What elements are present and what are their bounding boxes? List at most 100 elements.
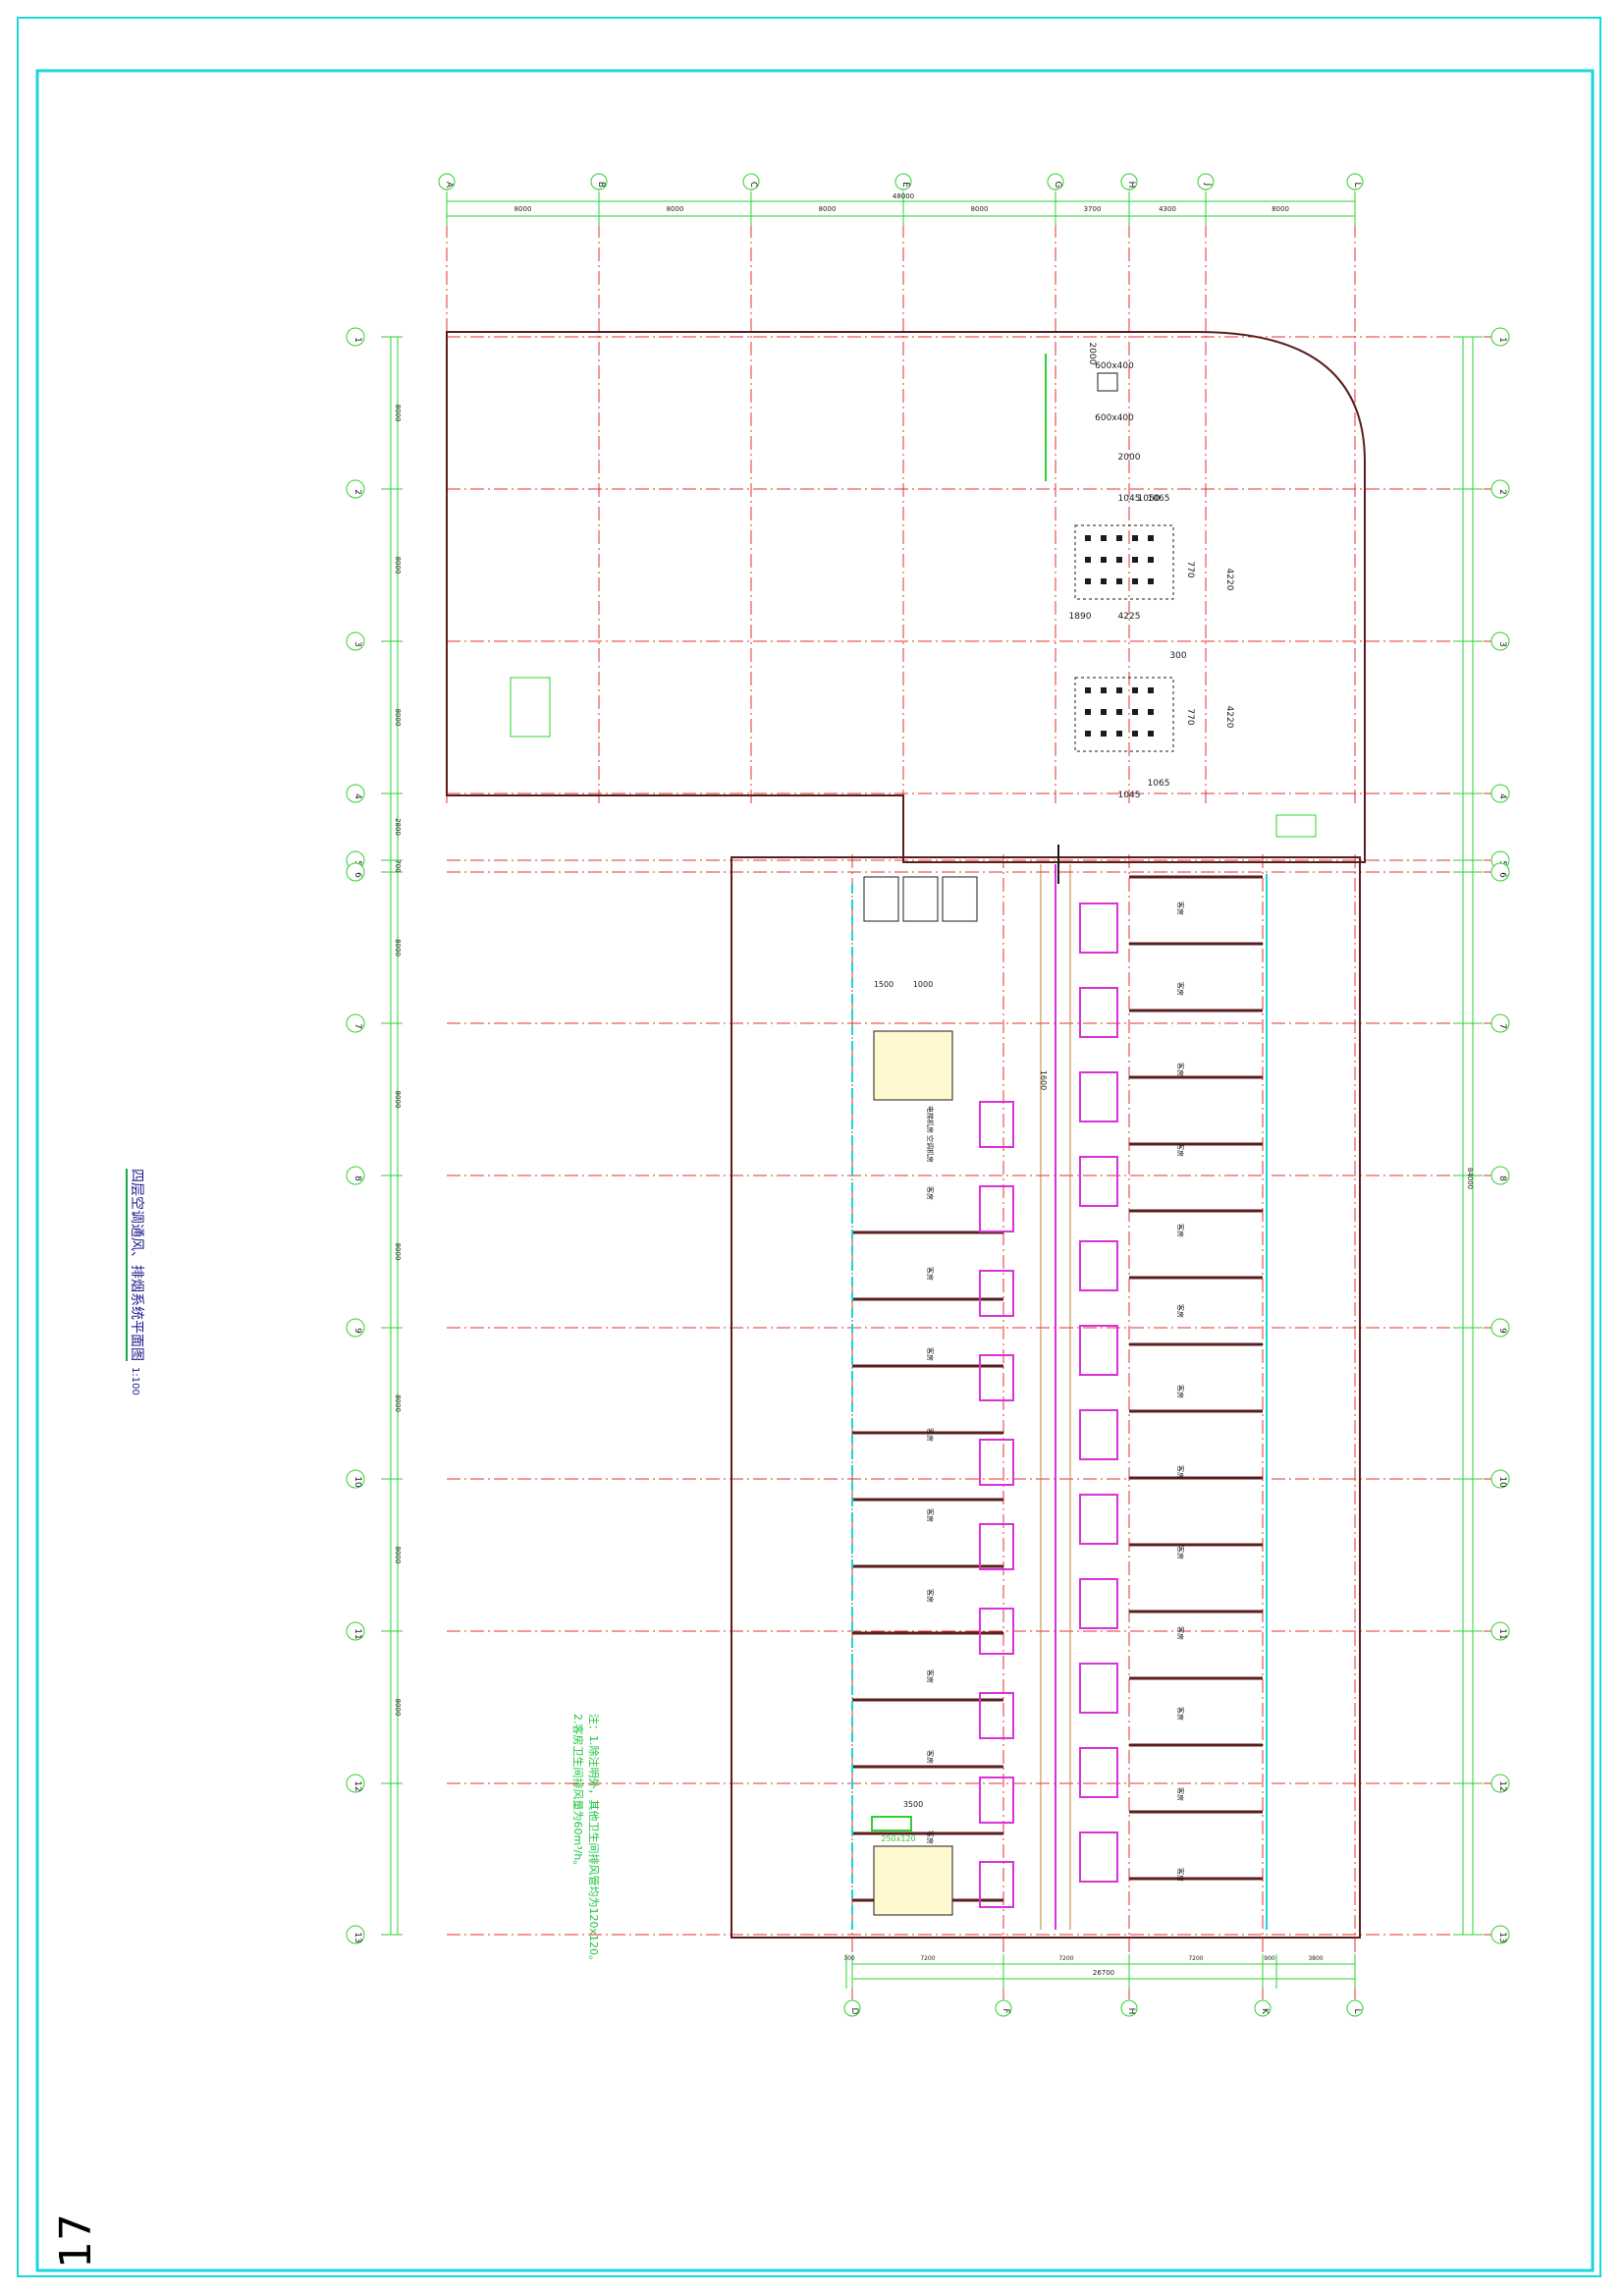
axis-label-left: 13 [352, 1932, 362, 1942]
diffuser-b [1132, 731, 1138, 737]
axis-bubble-right-3 [1490, 631, 1510, 651]
bathroom-pod-east [1079, 902, 1118, 954]
dim-diffuser: 1045 [1118, 494, 1141, 504]
left-dim-text: 8000 [394, 1243, 402, 1261]
bottom-dim-text: 900 [1264, 1955, 1275, 1962]
bathroom-pod-east [1079, 1831, 1118, 1883]
bathroom-pod-west [979, 1439, 1014, 1486]
drawing-title-text: 四层空调通风、排烟系统平面图 [126, 1169, 144, 1361]
axis-bubble-top-B [590, 173, 608, 191]
diffuser-b [1101, 731, 1107, 737]
top-dim-text: 8000 [819, 205, 837, 213]
drawing-scale: 1:100 [130, 1367, 140, 1395]
axis-label-left: 12 [352, 1780, 362, 1791]
diffuser-a [1132, 535, 1138, 541]
axis-bubble-right-11 [1490, 1621, 1510, 1641]
axis-bubble-left-12 [346, 1774, 365, 1793]
diffuser-b [1101, 709, 1107, 715]
room-label-guest: 客房 [926, 1428, 935, 1442]
axis-bubble-left-7 [346, 1013, 365, 1033]
room-label-guest: 客房 [1176, 1868, 1185, 1882]
axis-label-top: H [1126, 182, 1136, 189]
note-line-2: 2.客房卫生间排风量为60m³/h。 [571, 1714, 584, 1872]
axis-label-right: 9 [1497, 1328, 1507, 1334]
axis-bubble-top-L [1346, 173, 1364, 191]
page-number: 17 [51, 2214, 101, 2269]
exhaust-fan [871, 1816, 912, 1831]
dim-diffuser: 1890 [1069, 612, 1092, 622]
dim-diffuser: 4220 [1224, 706, 1234, 729]
diffuser-b [1101, 687, 1107, 693]
axis-bubble-right-8 [1490, 1166, 1510, 1185]
bottom-dim-total: 26700 [1093, 1969, 1114, 1977]
duct-size-2000: 2000 [1118, 453, 1141, 463]
fan-box [1097, 372, 1118, 392]
elevator-shaft [863, 876, 899, 922]
diffuser-a [1101, 557, 1107, 563]
axis-label-right: 12 [1497, 1780, 1507, 1791]
bathroom-pod-east [1079, 1240, 1118, 1291]
axis-label-right: 11 [1497, 1628, 1507, 1639]
axis-label-top: C [748, 182, 758, 188]
room-label-guest: 客房 [1176, 902, 1185, 915]
axis-bubble-bottom-H [1120, 1999, 1138, 2017]
duct-size-600: 600x400 [1095, 361, 1134, 371]
diffuser-b [1116, 731, 1122, 737]
diffuser-a [1085, 557, 1091, 563]
note-line-1: 注：1.除注明外，其他卫生间排风管均为120x120。 [587, 1714, 600, 1966]
inner-frame [35, 69, 1595, 2272]
room-label-guest: 客房 [926, 1589, 935, 1603]
building-outline-upper [446, 331, 1366, 863]
axis-label-left: 11 [352, 1628, 362, 1639]
diffuser-a [1148, 557, 1154, 563]
dim-diffuser: 1045 [1118, 791, 1141, 800]
axis-label-left: 3 [352, 641, 362, 647]
diffuser-b [1148, 709, 1154, 715]
axis-bubble-right-13 [1490, 1925, 1510, 1944]
axis-label-left: 6 [352, 872, 362, 878]
bottom-dim-text: 7200 [920, 1955, 935, 1962]
room-label-guest: 客房 [1176, 1385, 1185, 1398]
room-label-guest: 客房 [926, 1669, 935, 1683]
axis-label-bottom: L [1352, 2008, 1362, 2013]
axis-label-bottom: K [1260, 2008, 1270, 2015]
axis-bubble-right-10 [1490, 1469, 1510, 1489]
axis-bubble-right-6 [1490, 862, 1510, 882]
axis-bubble-left-13 [346, 1925, 365, 1944]
left-dim-text: 8000 [394, 709, 402, 727]
room-label-guest: 客房 [1176, 1626, 1185, 1640]
dim-1500: 1500 [874, 980, 893, 989]
axis-bubble-left-2 [346, 479, 365, 499]
design-notes: 注：1.除注明外，其他卫生间排风管均为120x120。 2.客房卫生间排风量为6… [569, 1714, 601, 1966]
bathroom-pod-west [979, 1270, 1014, 1317]
axis-bubble-right-4 [1490, 784, 1510, 803]
left-dim-text: 8000 [394, 1699, 402, 1717]
dim-diffuser: 1065 [1148, 494, 1170, 504]
left-dim-text: 8000 [394, 1394, 402, 1412]
axis-label-bottom: D [849, 2008, 859, 2015]
bathroom-pod-west [979, 1101, 1014, 1148]
axis-bubble-left-6 [346, 862, 365, 882]
duct-size-250: 250x120 [881, 1834, 915, 1843]
diffuser-zone-b [1074, 677, 1174, 752]
room-label-guest: 客房 [1176, 1546, 1185, 1559]
stair-north [873, 1030, 953, 1101]
room-label-guest: 客房 [926, 1186, 935, 1200]
stair-south [873, 1845, 953, 1916]
bathroom-pod-east [1079, 1409, 1118, 1460]
diffuser-a [1116, 535, 1122, 541]
axis-bubble-left-9 [346, 1318, 365, 1338]
diffuser-a [1101, 578, 1107, 584]
axis-label-left: 7 [352, 1023, 362, 1029]
bathroom-pod-west [979, 1608, 1014, 1655]
diffuser-a [1132, 578, 1138, 584]
room-label-ac: 空调机房 [926, 1135, 935, 1163]
bottom-dim-text: 3800 [1308, 1955, 1323, 1962]
dim-3500: 3500 [903, 1800, 923, 1809]
top-dim-total: 48000 [893, 192, 914, 200]
axis-bubble-top-J [1197, 173, 1215, 191]
bathroom-pod-west [979, 1185, 1014, 1232]
diffuser-b [1148, 731, 1154, 737]
top-dim-text: 4300 [1159, 205, 1176, 213]
